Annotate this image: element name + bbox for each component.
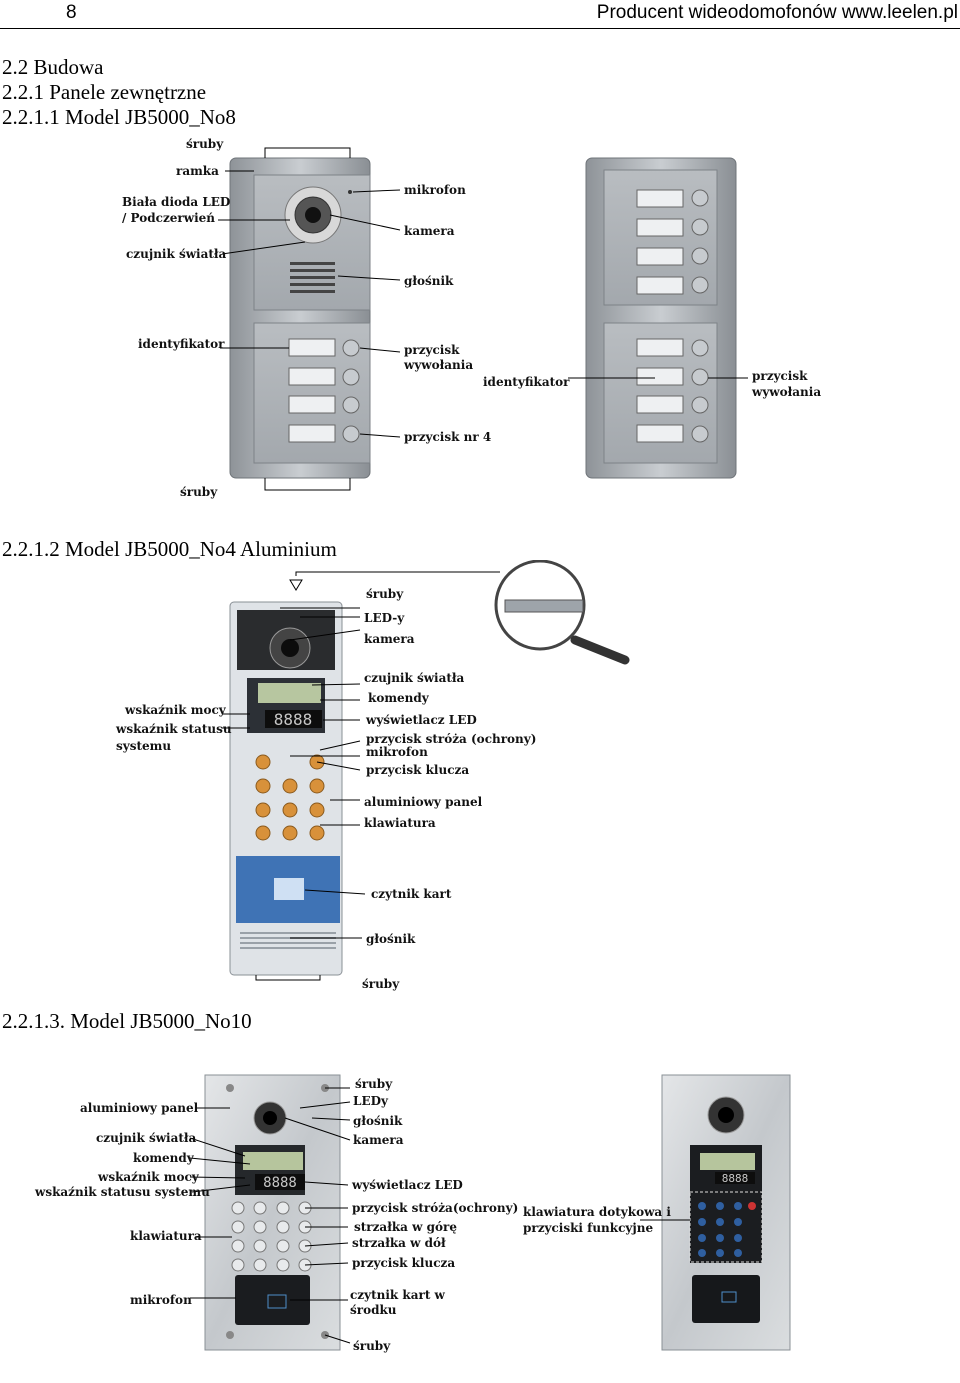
label-czytnik-line2: środku <box>350 1303 397 1317</box>
label-aluminiowy-panel: aluminiowy panel <box>364 795 483 809</box>
label-strzalka-dol: strzałka w dół <box>352 1236 446 1250</box>
fig3-led-display-left: 8888 <box>263 1175 297 1191</box>
label-strzalka-gore: strzałka w górę <box>354 1220 457 1234</box>
label-led-line1: Biała dioda LED <box>122 195 231 209</box>
label-systemu: systemu <box>116 739 172 753</box>
site-title: Producent wideodomofonów www.leelen.pl <box>596 2 958 23</box>
label-mikrofon: mikrofon <box>366 745 428 759</box>
heading-model-no10: 2.2.1.3. Model JB5000_No10 <box>2 1009 252 1033</box>
label-wywolania-right: wywołania <box>752 385 822 399</box>
fig3-leader-lines <box>189 1087 690 1344</box>
label-glosnik: głośnik <box>353 1114 403 1128</box>
label-przycisk-klucza: przycisk klucza <box>352 1256 456 1270</box>
label-ledy: LED-y <box>364 611 405 625</box>
label-czytnik-kart: czytnik kart <box>371 887 452 901</box>
label-glosnik: głośnik <box>404 274 454 288</box>
label-czujnik: czujnik światła <box>96 1131 197 1145</box>
label-przycisk-stroza: przycisk stróża(ochrony) <box>352 1201 519 1215</box>
label-kamera: kamera <box>353 1133 404 1147</box>
figure-no8-panels <box>218 147 748 491</box>
figure-no4-panel: 8888 <box>222 560 630 981</box>
label-czujnik: czujnik światła <box>364 671 465 685</box>
label-mikrofon: mikrofon <box>130 1293 192 1307</box>
label-ledy: LEDy <box>353 1094 388 1108</box>
label-identyfikator: identyfikator <box>138 337 225 351</box>
header-rule <box>0 28 960 29</box>
label-wskaznik-statusu: wskaźnik statusu systemu <box>35 1185 210 1199</box>
panel-no8-left <box>229 157 371 479</box>
label-przyciski-funkcyjne: przyciski funkcyjne <box>523 1221 654 1235</box>
label-przycisk-klucza: przycisk klucza <box>366 763 470 777</box>
label-identyfikator-right: identyfikator <box>483 375 570 389</box>
label-sruby-top: śruby <box>355 1077 393 1091</box>
label-glosnik: głośnik <box>366 932 416 946</box>
label-wskaznik-mocy: wskaźnik mocy <box>98 1170 199 1184</box>
figure-no10-panels: 8888 8888 <box>189 1074 791 1351</box>
label-komendy: komendy <box>368 691 429 705</box>
heading-model-no8: 2.2.1.1 Model JB5000_No8 <box>2 105 236 129</box>
label-kamera: kamera <box>364 632 415 646</box>
label-kamera: kamera <box>404 224 455 238</box>
fig2-leader-lines <box>222 571 500 981</box>
page-number: 8 <box>66 2 77 23</box>
label-przycisk-nr4: przycisk nr 4 <box>404 430 492 444</box>
label-klawiatura-dotykowa: klawiatura dotykowa i <box>523 1205 671 1219</box>
label-aluminiowy-panel: aluminiowy panel <box>80 1101 199 1115</box>
fig1-leader-lines <box>218 147 748 491</box>
label-led-line2: / Podczerwień <box>122 211 215 225</box>
label-wyswietlacz: wyświetlacz LED <box>352 1178 463 1192</box>
label-sruby-bottom: śruby <box>362 977 400 991</box>
label-klawiatura: klawiatura <box>364 816 436 830</box>
heading-panele: 2.2.1 Panele zewnętrzne <box>2 80 207 104</box>
label-przycisk-stroza: przycisk stróża (ochrony) <box>366 732 537 746</box>
label-przycisk-right: przycisk <box>752 369 808 383</box>
heading-model-no4: 2.2.1.2 Model JB5000_No4 Aluminium <box>2 537 337 561</box>
label-mikrofon: mikrofon <box>404 183 466 197</box>
label-przycisk: przycisk <box>404 343 460 357</box>
page-header: 8 Producent wideodomofonów www.leelen.pl <box>0 0 960 30</box>
label-wskaznik-statusu: wskaźnik statusu <box>116 722 232 736</box>
label-ramka: ramka <box>176 164 219 178</box>
label-komendy: komendy <box>133 1151 194 1165</box>
panel-no8-right <box>585 157 737 479</box>
label-sruby-bottom: śruby <box>353 1339 391 1353</box>
label-wywolania: wywołania <box>404 358 474 372</box>
label-sruby-top: śruby <box>366 587 404 601</box>
label-czytnik-line1: czytnik kart w <box>350 1288 445 1302</box>
label-wyswietlacz: wyświetlacz LED <box>366 713 477 727</box>
label-czujnik: czujnik światła <box>126 247 227 261</box>
label-wskaznik-mocy: wskaźnik mocy <box>125 703 226 717</box>
fig3-led-display-right: 8888 <box>722 1172 749 1185</box>
label-sruby-bottom: śruby <box>180 485 218 499</box>
fig2-led-display: 8888 <box>274 710 313 729</box>
label-sruby-top: śruby <box>186 137 224 151</box>
heading-budowa: 2.2 Budowa <box>2 55 104 79</box>
label-klawiatura: klawiatura <box>130 1229 202 1243</box>
